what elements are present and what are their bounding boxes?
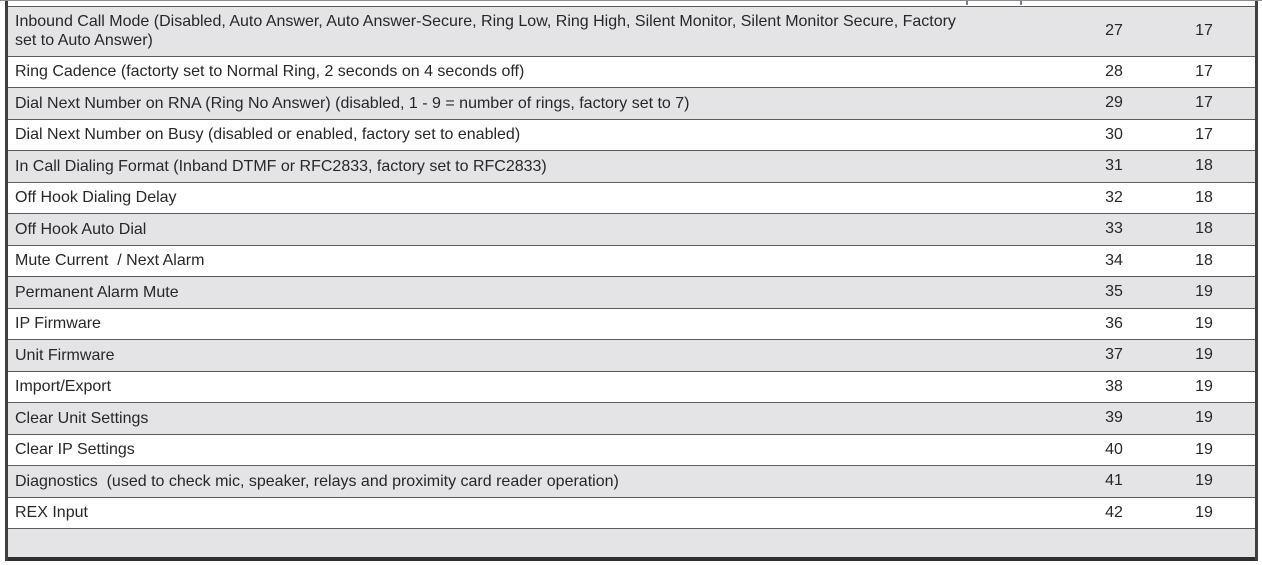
menu-number-cell: 35 <box>1105 283 1123 301</box>
page-number-cell: 19 <box>1195 346 1213 364</box>
table-row: Ring Cadence (factorty set to Normal Rin… <box>8 55 1255 87</box>
table-row: Clear Unit Settings 39 19 <box>8 402 1255 434</box>
page-number-cell: 18 <box>1195 157 1213 175</box>
partial-row-above <box>8 1 1255 7</box>
setting-label-cell: Clear Unit Settings <box>15 409 149 427</box>
setting-label-cell: Dial Next Number on Busy (disabled or en… <box>15 126 521 143</box>
page-number-cell: 18 <box>1195 220 1213 238</box>
table-row: Dial Next Number on RNA (Ring No Answer)… <box>8 87 1255 119</box>
setting-label-cell: Ring Cadence (factorty set to Normal Rin… <box>15 63 525 80</box>
menu-number-cell: 27 <box>1105 22 1123 39</box>
page-number-cell: 17 <box>1195 62 1213 80</box>
page-number-cell: 19 <box>1195 472 1213 490</box>
table-row: Off Hook Auto Dial 33 18 <box>8 213 1255 245</box>
menu-number-cell: 36 <box>1105 314 1123 332</box>
table-row: In Call Dialing Format (Inband DTMF or R… <box>8 150 1255 182</box>
page-number-cell: 18 <box>1195 251 1213 269</box>
menu-number-cell: 30 <box>1105 125 1123 143</box>
menu-number-cell: 34 <box>1105 251 1123 269</box>
page-number-cell: 19 <box>1195 440 1213 458</box>
setting-label-cell: Off Hook Dialing Delay <box>15 189 177 206</box>
menu-number-cell: 39 <box>1105 409 1123 427</box>
page-number-cell: 17 <box>1195 22 1213 39</box>
setting-label-cell: Unit Firmware <box>15 346 115 364</box>
page-number-cell: 19 <box>1195 377 1213 395</box>
table-row: Unit Firmware 37 19 <box>8 339 1255 371</box>
table-row: Import/Export 38 19 <box>8 370 1255 402</box>
page-number-cell: 19 <box>1195 409 1213 427</box>
table-row: Dial Next Number on Busy (disabled or en… <box>8 118 1255 150</box>
page-number-cell: 17 <box>1195 94 1213 112</box>
menu-number-cell: 32 <box>1105 188 1123 206</box>
menu-number-cell: 33 <box>1105 220 1123 238</box>
menu-number-cell: 29 <box>1105 94 1123 112</box>
setting-label-cell: Dial Next Number on RNA (Ring No Answer)… <box>15 94 690 112</box>
menu-number-cell: 28 <box>1105 62 1123 80</box>
setting-label-cell: Import/Export <box>15 378 112 395</box>
page-number-cell: 18 <box>1195 188 1213 206</box>
setting-label-cell: Off Hook Auto Dial <box>15 220 147 238</box>
settings-index-table: Inbound Call Mode (Disabled, Auto Answer… <box>5 1 1258 561</box>
setting-label-cell: IP Firmware <box>15 315 101 332</box>
setting-label-cell: Inbound Call Mode (Disabled, Auto Answer… <box>15 12 956 50</box>
table-row: Inbound Call Mode (Disabled, Auto Answer… <box>8 6 1255 56</box>
page-number-cell: 19 <box>1195 503 1213 521</box>
table-row: Off Hook Dialing Delay 32 18 <box>8 181 1255 213</box>
page-number-cell: 19 <box>1195 283 1213 301</box>
menu-number-cell: 41 <box>1105 472 1123 490</box>
setting-label-cell: Permanent Alarm Mute <box>15 283 179 301</box>
setting-label-cell: REX Input <box>15 504 88 521</box>
menu-number-cell: 38 <box>1105 377 1123 395</box>
table-row: IP Firmware 36 19 <box>8 307 1255 339</box>
setting-label-cell: Diagnostics (used to check mic, speaker,… <box>15 472 619 490</box>
menu-number-cell: 37 <box>1105 346 1123 364</box>
table-row: Clear IP Settings 40 19 <box>8 433 1255 465</box>
page-number-cell: 17 <box>1195 125 1213 143</box>
table-body: Inbound Call Mode (Disabled, Auto Answer… <box>8 6 1255 528</box>
setting-label-cell: Clear IP Settings <box>15 441 135 458</box>
page-number-cell: 19 <box>1195 314 1213 332</box>
empty-footer-row <box>8 528 1255 557</box>
partial-row-divider-tick <box>1020 1 1022 5</box>
menu-number-cell: 31 <box>1105 157 1123 175</box>
setting-label-cell: In Call Dialing Format (Inband DTMF or R… <box>15 157 547 175</box>
table-row: Diagnostics (used to check mic, speaker,… <box>8 465 1255 497</box>
table-row: Permanent Alarm Mute 35 19 <box>8 276 1255 308</box>
setting-label-cell: Mute Current / Next Alarm <box>15 252 205 269</box>
table-row: Mute Current / Next Alarm 34 18 <box>8 244 1255 276</box>
menu-number-cell: 40 <box>1105 440 1123 458</box>
table-bottom-double-rule <box>8 556 1255 561</box>
menu-number-cell: 42 <box>1105 503 1123 521</box>
partial-row-divider-tick <box>966 1 968 5</box>
table-row: REX Input 42 19 <box>8 496 1255 528</box>
